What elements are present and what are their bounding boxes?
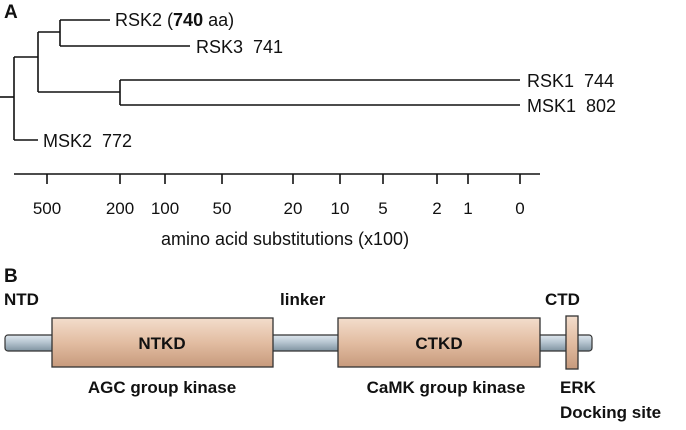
ctd-label: CTD xyxy=(545,290,580,309)
ntkd-label: NTKD xyxy=(138,334,185,353)
erk-label: ERK xyxy=(560,378,597,397)
agc-group-label: AGC group kinase xyxy=(88,378,236,397)
erk-docking-site-box xyxy=(565,315,579,370)
axis-tick-marks xyxy=(46,174,521,184)
axis-tick-label: 200 xyxy=(106,199,134,218)
axis-title: amino acid substitutions (x100) xyxy=(161,229,409,249)
axis-tick-label: 50 xyxy=(213,199,232,218)
phylogenetic-tree xyxy=(0,19,520,141)
axis-tick-label: 20 xyxy=(284,199,303,218)
docking-site-label: Docking site xyxy=(560,403,661,422)
panel-a-label: A xyxy=(4,2,18,23)
ntd-label: NTD xyxy=(4,290,39,309)
ctkd-domain xyxy=(337,317,541,368)
axis-tick-label: 0 xyxy=(515,199,524,218)
linker-label: linker xyxy=(280,290,326,309)
camk-group-label: CaMK group kinase xyxy=(367,378,526,397)
axis-tick-label: 100 xyxy=(151,199,179,218)
leaf-label-rsk2: RSK2 (740 aa) xyxy=(115,10,234,30)
axis-tick-label: 10 xyxy=(331,199,350,218)
ntkd-domain xyxy=(51,317,274,368)
axis-tick-label: 5 xyxy=(378,199,387,218)
ctkd-label: CTKD xyxy=(415,334,462,353)
panel-b-label: B xyxy=(4,266,18,287)
axis-tick-label: 500 xyxy=(33,199,61,218)
axis-tick-label: 1 xyxy=(463,199,472,218)
axis-tick-label: 2 xyxy=(432,199,441,218)
